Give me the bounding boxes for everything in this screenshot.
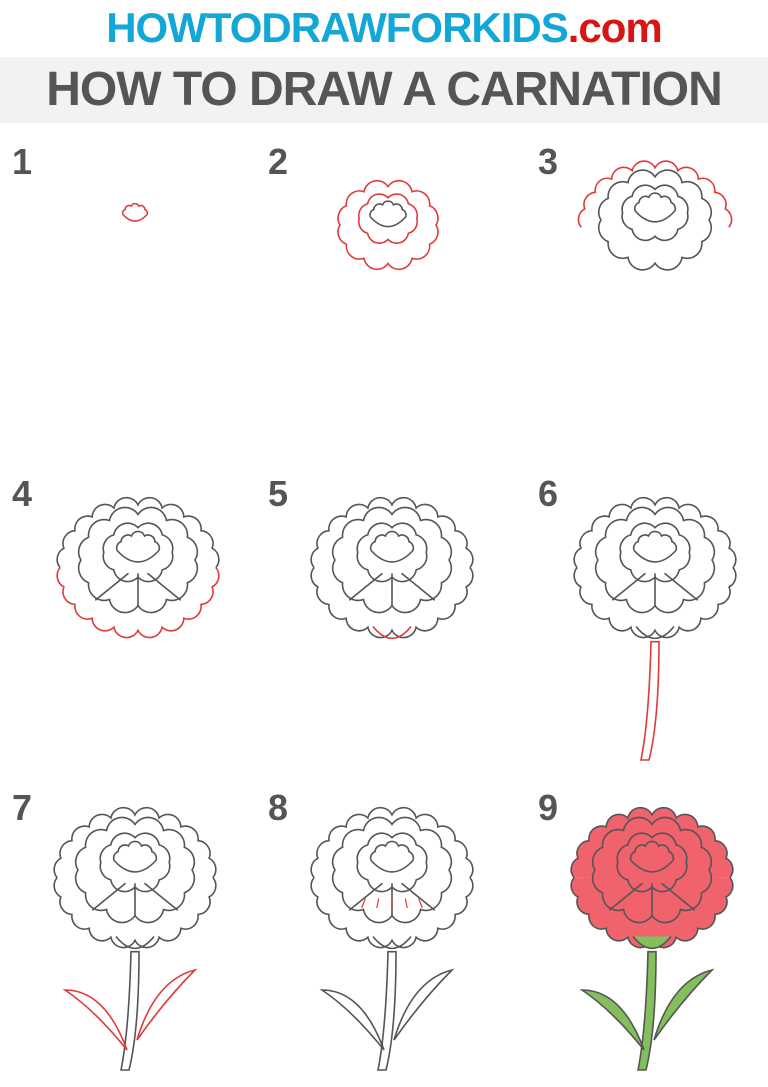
step-5-drawing	[310, 496, 474, 640]
petal-divider-line	[146, 572, 182, 601]
petal-divider-line	[400, 572, 436, 601]
petal-divider-line	[91, 882, 127, 911]
petal-divider-line	[94, 572, 130, 601]
site-tld: .com	[567, 4, 663, 51]
step-number-5: 5	[268, 473, 289, 514]
petal-core	[369, 840, 415, 873]
petal-divider-line	[143, 882, 179, 911]
petal-divider-line	[611, 572, 647, 601]
petal-core	[629, 840, 675, 873]
petal-outer-top	[310, 496, 474, 569]
petal-outer-bottom	[310, 877, 474, 949]
step-9-drawing	[570, 806, 734, 1071]
petal-outer-bottom	[573, 567, 737, 639]
step-4-drawing	[56, 496, 220, 639]
step-number-9: 9	[538, 787, 559, 828]
petal-detail-line	[418, 898, 423, 909]
petal-outer-top	[310, 806, 474, 879]
leaf-left	[579, 989, 645, 1051]
step-number-7: 7	[12, 787, 33, 828]
step-number-8: 8	[268, 787, 289, 828]
petal-divider-line	[608, 882, 644, 911]
petal-core	[369, 530, 415, 563]
petal-core	[112, 840, 158, 873]
step-number-3: 3	[538, 141, 559, 182]
step-number-4: 4	[12, 473, 33, 514]
title-band	[0, 57, 768, 123]
petal-detail-line	[404, 898, 408, 909]
leaf-right	[653, 968, 715, 1041]
step-number-2: 2	[268, 141, 289, 182]
sepal	[372, 625, 412, 640]
step-6-drawing	[573, 496, 737, 761]
petal-outer-top	[573, 496, 737, 569]
petal-outer-bottom	[53, 877, 217, 949]
petal-divider-line	[348, 572, 384, 601]
petal-middle-layer	[337, 179, 439, 271]
site-logo: HOWTODRAWFORKIDS.com	[0, 2, 768, 54]
sepal	[632, 935, 672, 950]
stem	[120, 950, 140, 1071]
petal-divider-line	[348, 882, 384, 911]
petal-middle-layer	[77, 506, 199, 614]
petal-outer-top	[56, 496, 220, 569]
petal-inner-layer	[356, 832, 428, 893]
petal-outer-top	[53, 806, 217, 879]
petal-middle-layer	[331, 506, 453, 614]
leaf-left	[62, 989, 128, 1051]
petal-inner-layer	[99, 832, 171, 893]
petal-middle-layer	[331, 816, 453, 924]
petal-core	[632, 530, 678, 563]
petal-detail-line	[376, 898, 380, 909]
stem	[377, 950, 397, 1071]
petal-core	[633, 192, 677, 223]
leaf-right	[136, 968, 198, 1041]
petal-inner-layer	[357, 193, 419, 244]
petal-inner-layer	[621, 184, 689, 242]
petal-middle-layer	[74, 816, 196, 924]
petal-inner-layer	[356, 522, 428, 583]
petal-middle-layer	[594, 506, 716, 614]
petal-outer-top	[577, 160, 733, 228]
step-1-drawing	[121, 202, 149, 222]
petal-divider-line	[400, 882, 436, 911]
petal-core	[369, 200, 407, 228]
page-title: HOW TO DRAW A CARNATION	[46, 63, 723, 116]
step-number-6: 6	[538, 473, 559, 514]
leaf-right	[393, 968, 455, 1041]
leaf-left	[319, 989, 385, 1051]
petal-detail-line	[361, 898, 366, 909]
petal-divider-line	[663, 572, 699, 601]
stem	[637, 950, 657, 1071]
stem	[640, 640, 660, 761]
sepal	[372, 935, 412, 950]
petal-inner-layer	[102, 522, 174, 583]
petal-core	[121, 202, 149, 222]
sepal	[635, 625, 675, 640]
step-number-1: 1	[12, 141, 33, 182]
site-name: HOWTODRAWFORKIDS	[106, 4, 569, 51]
petal-inner-layer	[619, 522, 691, 583]
step-7-drawing	[53, 806, 217, 1071]
petal-divider-line	[660, 882, 696, 911]
step-3-drawing	[577, 160, 733, 271]
step-8-drawing	[310, 806, 474, 1071]
petal-outer-bottom	[56, 567, 220, 639]
petal-outer-bottom	[310, 567, 474, 639]
step-2-drawing	[337, 179, 439, 271]
petal-middle-layer	[597, 169, 713, 271]
sepal	[115, 935, 155, 950]
petal-core	[115, 530, 161, 563]
